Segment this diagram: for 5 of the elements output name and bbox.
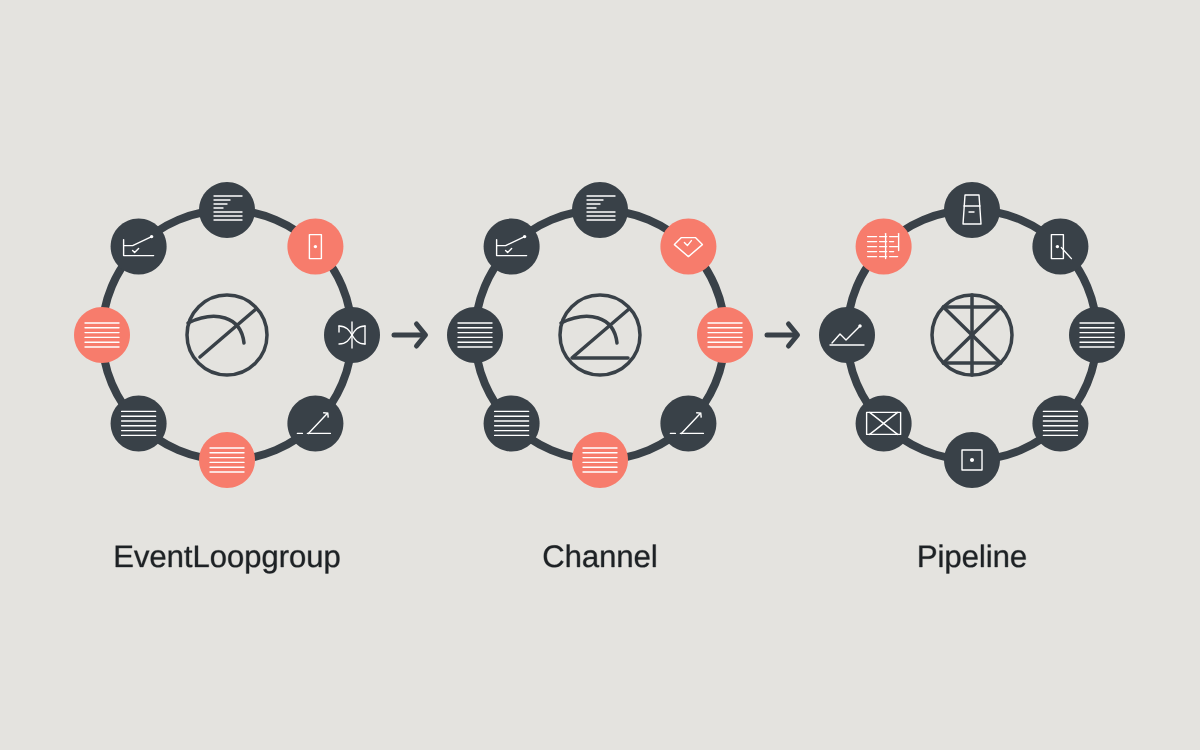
arrow (764, 321, 800, 349)
group-label: Pipeline (919, 544, 1026, 574)
arrow (391, 321, 428, 349)
group-label: EventLoopgroup (115, 545, 340, 574)
group-label: Channel (543, 544, 656, 568)
